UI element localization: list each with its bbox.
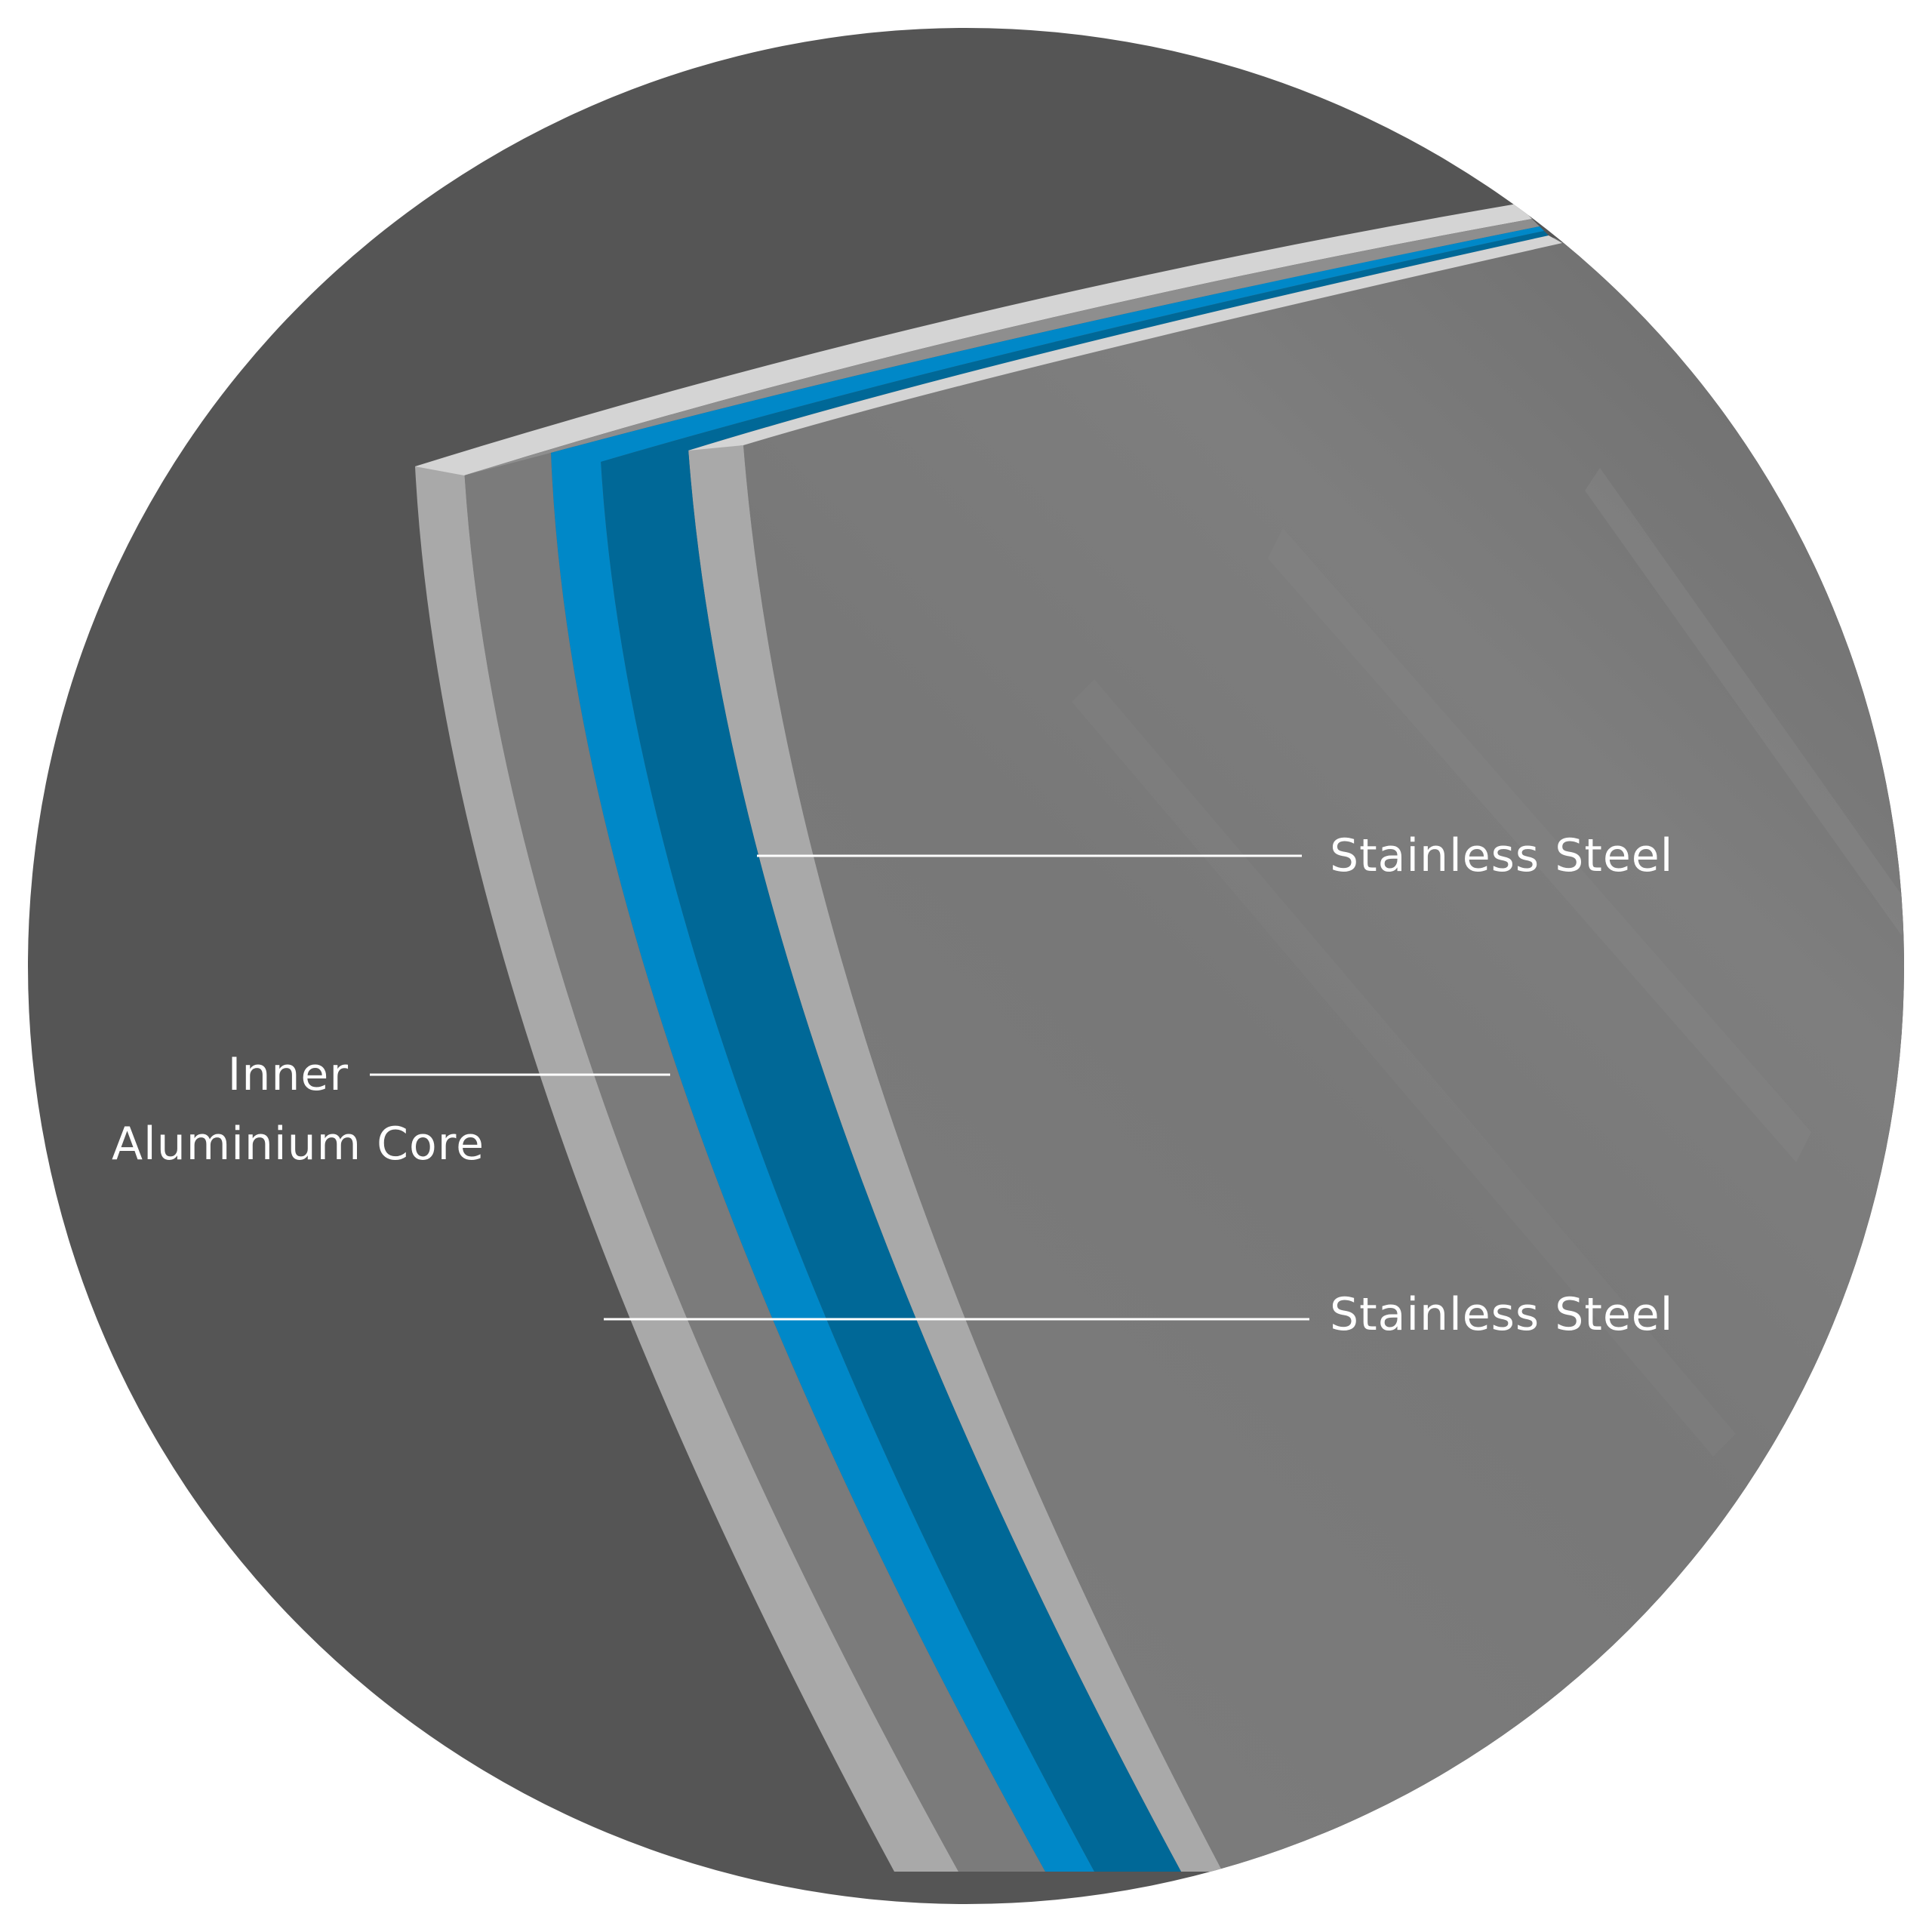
gap-rim <box>464 219 1540 475</box>
aluminium-core-dark <box>601 449 1181 1872</box>
sheen-streak <box>1585 468 1904 936</box>
label-core-line1: Inner <box>227 1048 349 1101</box>
inner-stainless-steel-layer <box>688 445 1223 1872</box>
sheen-streak <box>1268 528 1811 1162</box>
inner-steel-rim <box>688 235 1562 451</box>
outer-steel-rim <box>415 204 1532 475</box>
outer-stainless-steel-layer <box>415 466 958 1872</box>
aluminium-dark-rim <box>601 231 1549 462</box>
pan-body <box>743 237 1904 1904</box>
layer-gap <box>464 453 1045 1872</box>
aluminium-core-light <box>551 453 1094 1872</box>
aluminium-light-rim <box>551 226 1544 462</box>
label-stainless-steel-outer: Stainless Steel <box>1330 829 1674 882</box>
label-core-line2: Aluminium Core <box>112 1118 485 1171</box>
sheen-streak <box>1072 679 1736 1457</box>
label-stainless-steel-inner: Stainless Steel <box>1330 1288 1674 1341</box>
